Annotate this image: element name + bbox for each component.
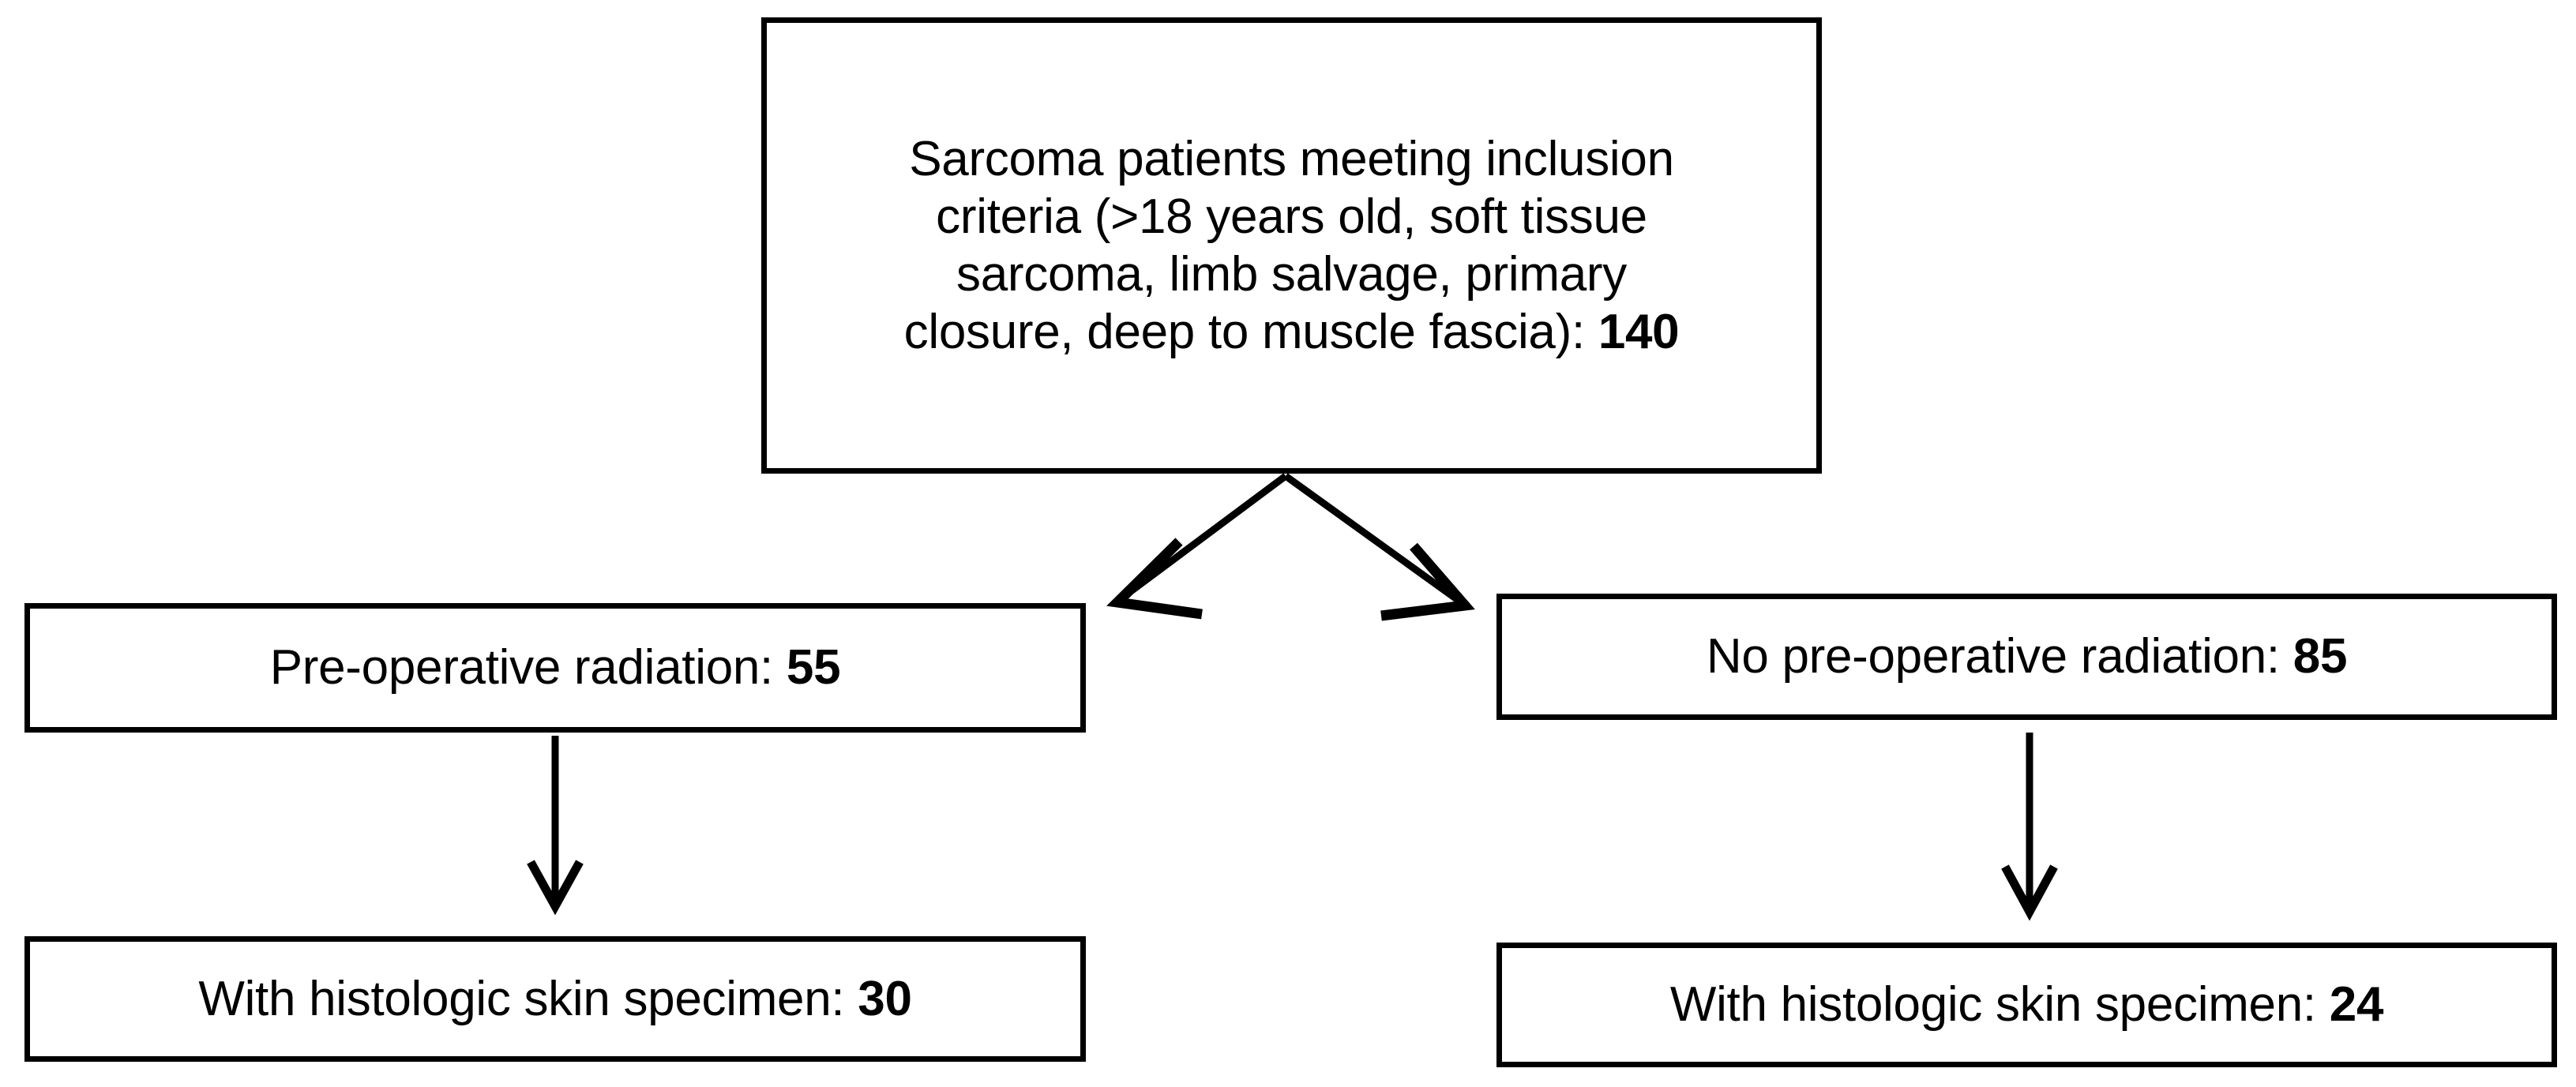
node-no-preop-specimen-label: With histologic skin specimen: (1669, 977, 2330, 1033)
node-preop-specimen-count: 30 (858, 971, 912, 1026)
node-root-cohort: Sarcoma patients meeting inclusion crite… (761, 17, 1822, 474)
edge-no-preop-radiation-to-specimen (2001, 733, 2058, 921)
node-preop-radiation-text: Pre-operative radiation: 55 (259, 639, 852, 696)
node-no-preop-radiation-text: No pre-operative radiation: 85 (1695, 628, 2358, 685)
arrowhead-down-icon (527, 860, 584, 916)
node-root-label: Sarcoma patients meeting inclusion crite… (903, 131, 1674, 360)
arrowhead-down-icon (2001, 864, 2058, 921)
node-no-preop-radiation: No pre-operative radiation: 85 (1496, 594, 2557, 720)
node-no-preop-specimen-text: With histologic skin specimen: 24 (1659, 976, 2394, 1033)
edge-root-to-no-preop-radiation (1283, 473, 1475, 621)
node-no-preop-specimen: With histologic skin specimen: 24 (1496, 943, 2557, 1067)
node-preop-specimen-label: With histologic skin specimen: (198, 971, 858, 1026)
edge-line (1122, 473, 1288, 599)
node-preop-radiation: Pre-operative radiation: 55 (24, 603, 1086, 733)
node-no-preop-radiation-label: No pre-operative radiation: (1706, 629, 2293, 684)
edge-preop-radiation-to-specimen (527, 736, 584, 916)
arrowhead-down-right-icon (1380, 542, 1475, 621)
node-no-preop-specimen-count: 24 (2329, 977, 2384, 1033)
node-preop-radiation-label: Pre-operative radiation: (269, 640, 787, 695)
node-preop-radiation-count: 55 (786, 640, 841, 695)
arrowhead-down-left-icon (1106, 538, 1203, 620)
node-preop-specimen-text: With histologic skin specimen: 30 (187, 970, 922, 1028)
edge-line (1283, 473, 1460, 603)
node-root-count: 140 (1598, 305, 1680, 360)
node-root-text: Sarcoma patients meeting inclusion crite… (893, 130, 1691, 362)
node-no-preop-radiation-count: 85 (2292, 629, 2348, 684)
edge-root-to-preop-radiation (1106, 473, 1288, 620)
node-preop-specimen: With histologic skin specimen: 30 (24, 936, 1086, 1062)
